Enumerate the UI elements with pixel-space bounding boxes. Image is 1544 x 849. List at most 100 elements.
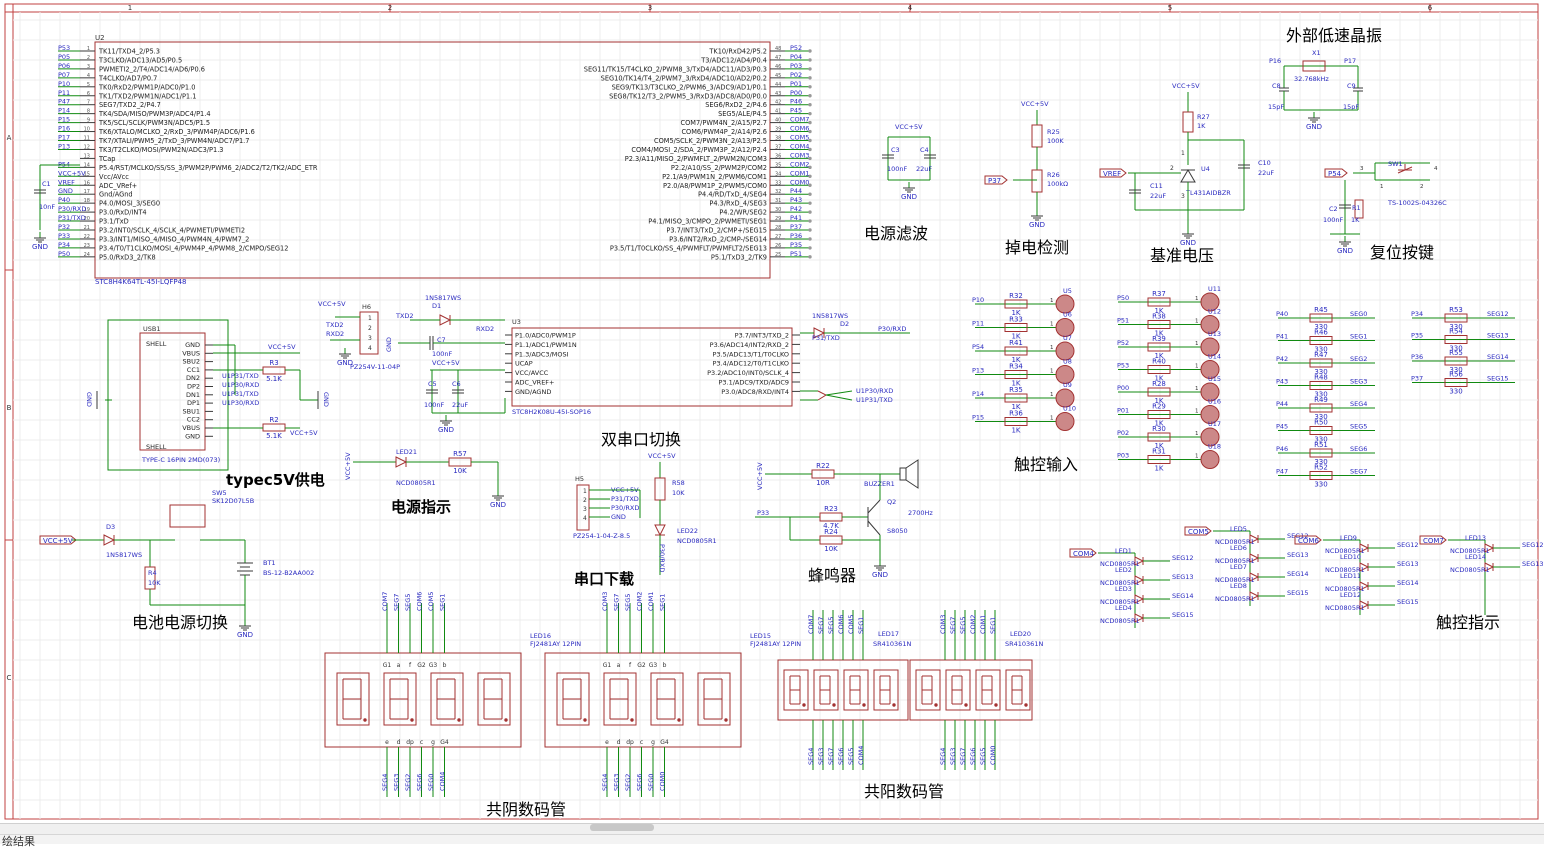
resistor-ref: R40 bbox=[1152, 358, 1166, 366]
net-label: P40 bbox=[1276, 310, 1288, 318]
header-part: PZ254-1-04-Z-8.5 bbox=[573, 532, 630, 540]
pin-num: 1 bbox=[1181, 150, 1185, 157]
net-label: P13 bbox=[58, 142, 70, 150]
mcu-pin-fn: VCC/AVCC bbox=[515, 369, 549, 377]
resistor-value: 330 bbox=[1314, 346, 1327, 354]
net-label: P41 bbox=[790, 214, 802, 222]
resistor bbox=[1182, 111, 1194, 133]
pin-num: 4 bbox=[368, 345, 372, 352]
cap-value: 10nF bbox=[39, 203, 55, 211]
scrollbar-thumb[interactable] bbox=[590, 824, 654, 831]
resistor-ref: R34 bbox=[1009, 363, 1023, 371]
decimal-point bbox=[802, 703, 806, 707]
pin-num: 1 bbox=[583, 488, 587, 495]
ground-label: GND bbox=[490, 501, 506, 509]
net-label: SEG7 bbox=[393, 594, 401, 611]
display-digit bbox=[383, 672, 417, 726]
mcu-pin-fn: Gnd/AGnd bbox=[99, 191, 133, 199]
net-label: P30/RXD bbox=[878, 325, 906, 333]
resistor-value: 100K bbox=[1047, 137, 1064, 145]
mcu-pin-fn: GND/AGND bbox=[515, 388, 551, 396]
net-label: SEG4 bbox=[381, 774, 389, 791]
display-pin: c bbox=[420, 739, 423, 746]
resistor bbox=[262, 423, 286, 432]
cap-value: 100nF bbox=[432, 350, 453, 358]
resistor-ref: R48 bbox=[1314, 374, 1328, 382]
mcu-pin-fn: T3CLKO/ADC13/AD5/P0.5 bbox=[98, 56, 182, 64]
display-digit bbox=[1005, 669, 1031, 711]
net-label: SEG15 bbox=[1487, 375, 1509, 383]
pin-end bbox=[808, 228, 812, 232]
transistor-ref: Q2 bbox=[887, 498, 896, 506]
resistor-ref: R45 bbox=[1314, 306, 1328, 314]
mcu-pin-num: 41 bbox=[775, 109, 781, 115]
resistor bbox=[1444, 335, 1468, 344]
net-label: GND bbox=[58, 187, 73, 195]
net-label: SEG7 bbox=[817, 617, 825, 634]
display-digit bbox=[813, 669, 839, 711]
pin-num: 2 bbox=[1170, 165, 1174, 172]
pin-end bbox=[808, 219, 812, 223]
net-label: TXD2 bbox=[395, 312, 414, 320]
touch-pad-U6 bbox=[1055, 318, 1075, 337]
pin-num: 1 bbox=[1050, 392, 1054, 398]
resistor bbox=[1004, 299, 1028, 309]
net-label: SEG6 bbox=[969, 748, 977, 765]
net-label: SEG1 bbox=[857, 617, 865, 634]
display-digit bbox=[697, 672, 731, 726]
net-label: U1P30/RXD bbox=[222, 381, 259, 389]
display-LED20 bbox=[909, 659, 1033, 721]
resistor bbox=[1309, 336, 1333, 345]
mcu-pin-num: 12 bbox=[84, 144, 90, 150]
status-text: 绘结果 bbox=[2, 836, 35, 848]
battery-value: BS-12-B2AA002 bbox=[263, 569, 314, 577]
pin-num: 1 bbox=[1050, 345, 1054, 351]
sheet-border bbox=[4, 3, 1539, 820]
resistor bbox=[1309, 381, 1333, 390]
net-label: SEG5 bbox=[959, 617, 967, 634]
net-label: SEG12 bbox=[1487, 310, 1509, 318]
usb-pin: CC2 bbox=[187, 416, 200, 424]
touch-pad-ref: U15 bbox=[1208, 375, 1221, 383]
net-label: U1P30/RXD bbox=[856, 387, 893, 395]
ground-label: GND bbox=[32, 243, 48, 251]
mcu-pin-fn: T4CLKO/AD7/P0.7 bbox=[98, 74, 157, 82]
crystal-ref: X1 bbox=[1312, 49, 1321, 57]
net-label: SEG3 bbox=[393, 774, 401, 791]
display-pin: f bbox=[629, 662, 632, 669]
mcu-pin-num: 11 bbox=[84, 136, 90, 142]
net-label: RXD2 bbox=[326, 330, 344, 338]
power-label: VCC+5V bbox=[268, 343, 296, 351]
display-part: SR410361N bbox=[873, 640, 911, 648]
net-label: P06 bbox=[58, 62, 70, 70]
pin-num: 3 bbox=[368, 335, 372, 342]
mcu-pin-num: 23 bbox=[84, 243, 90, 249]
horizontal-scrollbar[interactable] bbox=[0, 823, 1544, 834]
net-label: P00 bbox=[1117, 384, 1129, 392]
ruler-label: 5 bbox=[1168, 4, 1172, 12]
mcu-pin-num: 44 bbox=[775, 82, 781, 88]
net-label: SEG5 bbox=[827, 617, 835, 634]
pin-end bbox=[808, 76, 812, 80]
header-ref: H5 bbox=[575, 475, 584, 483]
pin-num: 3 bbox=[583, 506, 587, 513]
resistor-value: 330 bbox=[1314, 391, 1327, 399]
net-label: P40 bbox=[58, 196, 70, 204]
net-label: COM7 bbox=[790, 116, 809, 124]
touch-pad-ref: U7 bbox=[1063, 334, 1072, 342]
net-label: P43 bbox=[790, 196, 802, 204]
net-label: P35 bbox=[1411, 332, 1423, 340]
net-label: COM1 bbox=[979, 615, 987, 634]
resistor-value: 4.7K bbox=[823, 522, 839, 530]
net-label: SEG12 bbox=[1397, 541, 1419, 549]
net-label: P17 bbox=[1344, 57, 1356, 65]
led-value: NCD0805R1 bbox=[1100, 617, 1140, 625]
net-label: TXD2 bbox=[325, 321, 344, 329]
touch-pad-U10 bbox=[1055, 412, 1075, 431]
diode-ref: D3 bbox=[106, 523, 115, 531]
net-label: SEG7 bbox=[827, 748, 835, 765]
net-label: COM0 bbox=[790, 178, 809, 186]
net-flag bbox=[1069, 548, 1097, 558]
